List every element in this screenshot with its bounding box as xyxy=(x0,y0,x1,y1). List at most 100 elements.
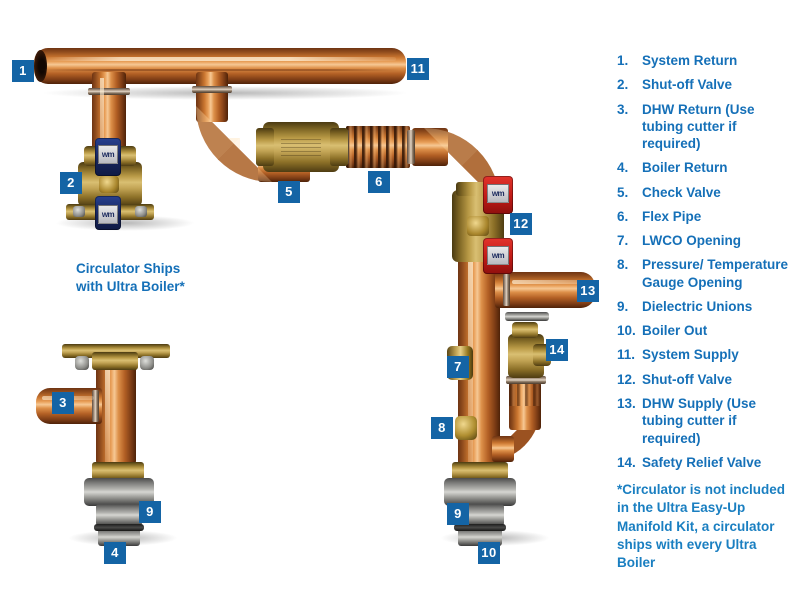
legend-list: 1. System Return 2. Shut-off Valve 3. DHW Ret… xyxy=(617,52,797,478)
badge-9-left: 9 xyxy=(139,501,161,523)
legend-item-label: System Return xyxy=(642,53,738,68)
legend-item-11: 11.System Supply xyxy=(617,346,797,363)
legend-item-label: DHW Supply (Use tubing cutter if require… xyxy=(642,395,757,446)
left-lower-flange-bolt-1 xyxy=(75,356,89,370)
legend-item-label: DHW Return (Use tubing cutter if require… xyxy=(642,101,755,152)
flex-pipe-ribs xyxy=(346,126,410,168)
legend-item-9: 9.Dielectric Unions xyxy=(617,298,797,315)
badge-6: 6 xyxy=(368,171,390,193)
legend-item-number: 8. xyxy=(617,257,629,273)
legend-item-label: Check Valve xyxy=(642,184,721,200)
legend-item-12: 12. Shut-off Valve xyxy=(617,371,797,388)
solder-ring-drop xyxy=(88,88,130,95)
legend-item-label: System Supply xyxy=(642,347,739,363)
legend-item-4: 4. Boiler Return xyxy=(617,159,797,176)
union-right-seal-ring xyxy=(454,524,506,531)
legend-item-label: Boiler Return xyxy=(642,160,728,176)
badge-12: 12 xyxy=(510,213,532,235)
badge-9-right: 9 xyxy=(447,503,469,525)
badge-13: 13 xyxy=(577,280,599,302)
legend-item-label: Flex Pipe xyxy=(642,208,702,224)
legend-item-label: LWCO Opening xyxy=(642,233,741,249)
legend-item-14: 14. Safety Relief Valve xyxy=(617,454,797,471)
ptgauge-opening-plug xyxy=(455,416,477,440)
legend-item-label: Pressure/ Temperature Gauge Opening xyxy=(642,257,789,290)
flange-bolt-left-1 xyxy=(73,206,85,217)
badge-2: 2 xyxy=(60,172,82,194)
legend-item-8: 8. Pressure/ Temperature Gauge Opening xyxy=(617,256,797,291)
relief-discharge-ribs xyxy=(509,384,541,406)
legend-item-5: 5. Check Valve xyxy=(617,184,797,201)
legend-item-3: 3. DHW Return (Use tubing cutter if requi… xyxy=(617,101,797,153)
legend-item-number: 2. xyxy=(617,77,629,93)
legend-item-label: Boiler Out xyxy=(642,323,708,339)
badge-3: 3 xyxy=(52,392,74,414)
legend-item-7: 7. LWCO Opening xyxy=(617,232,797,249)
legend-item-number: 7. xyxy=(617,233,629,249)
legend-item-10: 10. Boiler Out xyxy=(617,322,797,339)
legend-item-number: 10. xyxy=(617,323,636,339)
badge-14: 14 xyxy=(546,339,568,361)
flange-bolt-left-2 xyxy=(135,206,147,217)
pipe-left-lower-vertical xyxy=(96,366,136,464)
badge-8: 8 xyxy=(431,417,453,439)
left-lower-flange-plate xyxy=(62,344,170,358)
badge-11: 11 xyxy=(407,58,429,80)
legend-item-2: 2. Shut-off Valve xyxy=(617,76,797,93)
legend-item-label: Shut-off Valve xyxy=(642,371,733,387)
dhw-supply-solder-ring xyxy=(503,274,510,306)
wm-logo-plate-right-bottom: wm xyxy=(487,246,509,265)
relief-valve-lever[interactable] xyxy=(505,312,549,321)
badge-4: 4 xyxy=(104,542,126,564)
legend-item-number: 9. xyxy=(617,298,629,314)
wm-logo-plate-left-top: wm xyxy=(98,145,118,164)
valve-handle-shutoff-right-lower[interactable]: wm xyxy=(483,238,513,274)
union-right-hex-nut xyxy=(444,478,516,506)
solder-ring-center-riser xyxy=(192,86,232,93)
badge-10: 10 xyxy=(478,542,500,564)
valve-nut-left xyxy=(99,176,119,193)
wm-logo-plate-right-top: wm xyxy=(487,184,509,203)
legend-item-number: 4. xyxy=(617,160,629,176)
relief-valve-bonnet xyxy=(512,322,538,338)
legend-item-number: 5. xyxy=(617,184,629,200)
footnote-text: *Circulator is not included in the Ultra… xyxy=(617,482,786,571)
circulator-note: Circulator Ships with Ultra Boiler* xyxy=(76,261,185,295)
left-lower-flange-hub xyxy=(92,352,138,370)
flex-pipe-collar-right xyxy=(407,130,415,164)
valve-nut-right xyxy=(467,216,489,236)
dhw-return-solder-ring xyxy=(92,390,99,422)
relief-discharge-collar xyxy=(506,376,546,384)
valve-handle-shutoff-left[interactable]: wm xyxy=(95,138,121,176)
check-valve-body xyxy=(263,122,339,172)
legend-item-number: 14. xyxy=(617,454,636,470)
badge-1: 1 xyxy=(12,60,34,82)
check-valve-nut-left xyxy=(256,128,274,166)
wm-logo-plate-left-bottom: wm xyxy=(98,205,118,224)
legend-item-number: 1. xyxy=(617,53,629,68)
legend-item-label: Safety Relief Valve xyxy=(642,454,762,470)
relief-discharge-horizontal xyxy=(492,436,514,462)
legend-item-number: 3. xyxy=(617,101,629,117)
legend-item-13: 13. DHW Supply (Use tubing cutter if requ… xyxy=(617,395,797,447)
union-right-brass-collar xyxy=(452,462,508,480)
header-pipe-open-end xyxy=(34,50,47,82)
union-left-base xyxy=(98,528,140,546)
legend-item-1: 1. System Return xyxy=(617,52,797,69)
legend-item-6: 6.Flex Pipe xyxy=(617,208,797,225)
relief-discharge-vertical xyxy=(509,382,541,430)
valve-handle-shutoff-left-lower[interactable]: wm xyxy=(95,196,121,230)
legend-item-number: 13. xyxy=(617,395,636,411)
legend-item-label: Shut-off Valve xyxy=(642,77,733,93)
union-left-body xyxy=(96,504,142,526)
legend-item-number: 12. xyxy=(617,371,636,387)
union-left-seal-ring xyxy=(94,524,144,531)
union-right-base xyxy=(458,528,502,546)
badge-7: 7 xyxy=(447,356,469,378)
valve-handle-shutoff-right-upper[interactable]: wm xyxy=(483,176,513,214)
badge-5: 5 xyxy=(278,181,300,203)
check-valve-nut-right xyxy=(330,128,348,166)
check-valve-marking xyxy=(281,136,321,158)
union-left-brass-collar xyxy=(92,462,144,480)
